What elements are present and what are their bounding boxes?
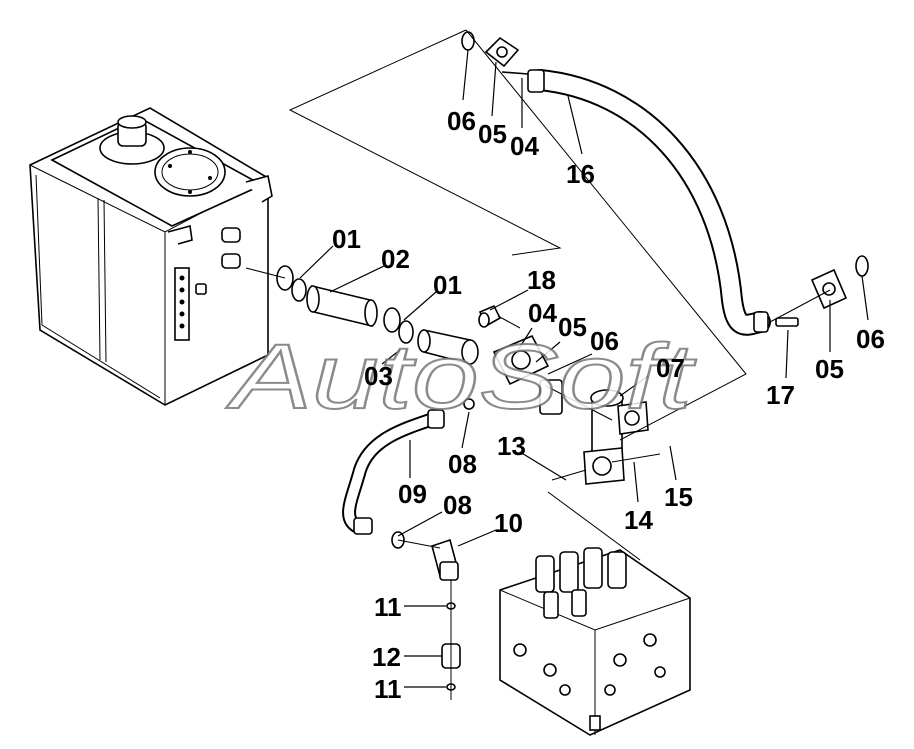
- watermark-text: AutoSoft: [225, 326, 696, 428]
- callout-03: 03: [364, 361, 393, 391]
- callout-08-upper: 08: [448, 449, 477, 479]
- callout-07: 07: [656, 353, 685, 383]
- callout-01-right: 01: [433, 270, 462, 300]
- callout-18: 18: [527, 265, 556, 295]
- callout-05-right: 05: [815, 354, 844, 384]
- callout-17: 17: [766, 380, 795, 410]
- callout-01-left: 01: [332, 224, 361, 254]
- control-valve: [499, 547, 691, 736]
- suction-pipe: [417, 329, 479, 366]
- callout-04-mid: 04: [528, 298, 557, 328]
- callout-06-top: 06: [447, 106, 476, 136]
- valve-body: [583, 389, 649, 485]
- right-flange: [775, 268, 848, 327]
- assembly-lines: [245, 29, 831, 700]
- callout-02: 02: [381, 244, 410, 274]
- callout-15: 15: [664, 482, 693, 512]
- callout-13: 13: [497, 431, 526, 461]
- callout-10: 10: [494, 508, 523, 538]
- plug-fitting: [478, 304, 502, 328]
- hose-clamp-left: [276, 265, 307, 302]
- top-oring: [461, 31, 475, 51]
- right-oring: [855, 255, 869, 277]
- suction-hose: [306, 284, 378, 328]
- center-flange: [492, 334, 563, 415]
- callout-11-upper: 11: [374, 592, 402, 622]
- callout-16: 16: [566, 159, 595, 189]
- callout-05-mid: 05: [558, 312, 587, 342]
- callout-14: 14: [624, 505, 653, 535]
- callout-08-lower: 08: [443, 490, 472, 520]
- callout-09: 09: [398, 479, 427, 509]
- callout-12: 12: [372, 642, 401, 672]
- callout-06-right: 06: [856, 324, 885, 354]
- hydraulic-tank: [29, 107, 273, 406]
- top-flange: [484, 36, 529, 75]
- drain-hose: [342, 398, 475, 549]
- hose-clamp-right: [383, 307, 414, 344]
- leader-lines: [299, 49, 869, 688]
- callout-05-top: 05: [478, 119, 507, 149]
- callout-04-top: 04: [510, 131, 539, 161]
- pressure-hose: [527, 69, 771, 336]
- elbow-fitting: [431, 538, 459, 581]
- callout-11-lower: 11: [374, 674, 402, 704]
- callout-06-mid: 06: [590, 326, 619, 356]
